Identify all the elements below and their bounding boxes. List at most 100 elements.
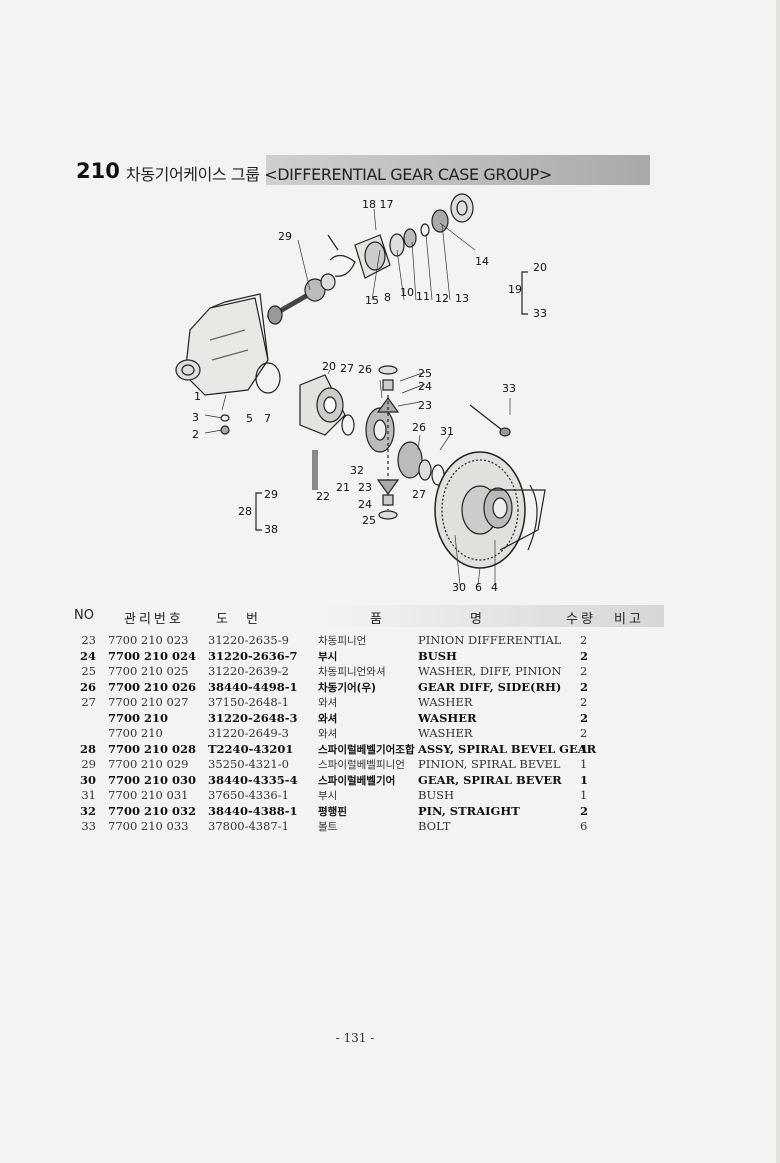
row-quantity: 2 [580,664,588,678]
row-english-name: GEAR, SPIRAL BEVER [418,772,562,787]
row-drawing-number: 31220-2636-7 [208,648,298,663]
row-no: 30 [79,772,96,787]
differential-case [299,374,346,436]
row-english-name: PINION DIFFERENTIAL [418,633,562,647]
callout-10: 10 [400,286,414,299]
spiral-bevel-ring-gear [434,451,526,569]
callout-20-mid: 20 [322,360,336,373]
row-no: 23 [81,633,96,647]
gasket-ring [255,362,281,394]
row-quantity: 2 [580,695,588,709]
range-bracket-28 [255,492,262,531]
row-drawing-number: 31220-2649-3 [208,726,289,740]
parts-table-header: NO 관리번호 도번 품 명 수량 비고 [74,605,664,629]
row-english-name: PIN, STRAIGHT [418,803,520,818]
row-no: 28 [79,741,96,756]
row-no: 26 [79,679,96,694]
row-korean-name: 와셔 [318,728,338,740]
callout-31: 31 [440,425,454,438]
row-quantity: 2 [580,679,589,694]
callout-1: 1 [194,390,201,403]
row-english-name: ASSY, SPIRAL BEVEL GEAR [418,741,597,756]
row-management-number: 7700 210 027 [108,695,189,709]
header-drawing-number: 도번 [216,612,276,627]
callout-26-low: 26 [412,421,426,434]
row-korean-name: 와셔 [318,697,338,709]
row-korean-name: 차동피니언 [318,635,367,647]
row-english-name: WASHER [418,695,473,709]
row-english-name: BOLT [418,819,451,833]
callout-21: 21 [336,481,350,494]
row-management-number: 7700 210 025 [108,664,189,678]
row-quantity: 1 [580,788,588,802]
row-management-number: 7700 210 033 [108,819,189,833]
row-quantity: 1 [580,772,589,787]
callout-13: 13 [455,292,469,305]
row-korean-name: 차동피니언와셔 [318,666,386,678]
row-no: 29 [81,757,96,771]
side-gear-upper [365,407,395,453]
callout-22: 22 [316,490,330,503]
callout-6: 6 [475,581,482,594]
callout-15: 15 [365,294,379,307]
row-korean-name: 부시 [318,790,338,802]
range-bracket-19 [521,271,528,315]
callout-19: 19 [508,283,522,296]
callout-24-top: 24 [418,380,432,393]
differential-pinion-stack [376,365,400,520]
row-management-number: 7700 210 023 [108,633,189,647]
row-management-number: 7700 210 030 [108,772,197,787]
row-drawing-number: 38440-4335-4 [208,772,298,787]
page-number: - 131 - [335,1031,375,1045]
side-gear-lower [397,441,445,486]
row-no: 33 [81,819,96,833]
row-no: 24 [79,648,96,663]
row-drawing-number: 31220-2639-2 [208,664,289,678]
row-drawing-number: 38440-4388-1 [208,803,298,818]
callout-26-mid: 26 [358,363,372,376]
row-drawing-number: 37150-2648-1 [208,695,289,709]
row-no: 25 [81,664,96,678]
side-washer [341,414,355,436]
title-shading [266,155,650,185]
row-management-number: 7700 210 031 [108,788,189,802]
row-quantity: 2 [580,726,588,740]
bracket-plate [490,489,546,551]
row-drawing-number: 31220-2635-9 [208,633,289,647]
row-english-name: WASHER [418,726,473,740]
row-quantity: 2 [580,710,589,725]
callout-33-top: 33 [533,307,547,320]
row-english-name: BUSH [418,788,455,802]
callout-30: 30 [452,581,466,594]
row-korean-name: 볼트 [318,821,338,833]
callout-12: 12 [435,292,449,305]
row-management-number: 7700 210 024 [108,648,197,663]
flange-bearing-stack [354,193,474,279]
header-management-number: 관리번호 [124,612,184,627]
callout-14: 14 [475,255,489,268]
row-korean-name: 스파이럴베벨기어조합 [318,743,415,756]
callout-24-low: 24 [358,498,372,511]
callout-33-mid: 33 [502,382,516,395]
section-title: 차동기어케이스 그룹 <DIFFERENTIAL GEAR CASE GROUP… [126,165,552,184]
callout-38: 38 [264,523,278,536]
row-no: 32 [79,803,96,818]
callout-27-mid: 27 [340,362,354,375]
callout-2: 2 [192,428,199,441]
row-english-name: WASHER [418,710,477,725]
gear-case-housing [175,293,269,396]
table-row: 23 7700 210 023 31220-2635-9 차동피니언 PINION DI… [78,633,638,649]
row-management-number: 7700 210 [108,710,169,725]
parts-table-body: 23 7700 210 023 31220-2635-9 차동피니언 PINION DI… [78,633,638,835]
header-name: 명 [470,612,482,627]
header-remarks: 비고 [614,612,644,627]
